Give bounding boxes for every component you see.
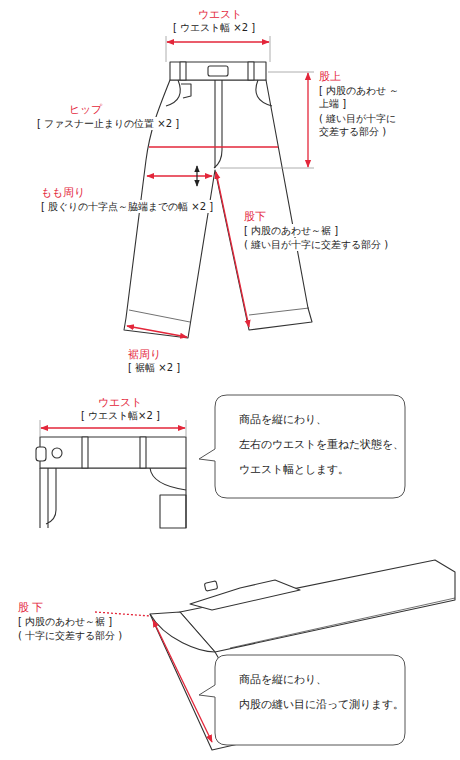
measurement-note: ( 縫い目が十字に 交差する部分 ) bbox=[318, 112, 424, 138]
measurement-note: [ 内股のあわせ～裾 ] bbox=[243, 224, 339, 237]
measurement-note: [ ウエスト幅×2 ] bbox=[80, 409, 161, 422]
callout-bubble: 商品を縦にわり、 左右のウエストを重ねた状態を、 ウエスト幅とします。 bbox=[215, 395, 405, 498]
callout-text: 商品を縦にわり、 内股の縫い目に沿って測ります。 bbox=[215, 655, 405, 729]
measurement-name: ウエスト bbox=[197, 8, 243, 21]
measurement-name: 股下 bbox=[243, 210, 267, 223]
measurement-name: 裾周り bbox=[127, 348, 162, 361]
measurement-note: [ ウエスト幅 ×2 ] bbox=[172, 21, 256, 34]
measurement-name: 股 下 bbox=[17, 601, 44, 614]
measurement-name: ウエスト bbox=[97, 396, 143, 409]
measurement-name: ヒップ bbox=[68, 103, 103, 116]
measurement-note: ( 十字に交差する部分 ) bbox=[17, 629, 123, 642]
callout-bubble: 商品を縦にわり、 内股の縫い目に沿って測ります。 bbox=[215, 655, 405, 745]
measurement-note: [ 股ぐりの十字点～脇端までの幅 ×2 ] bbox=[40, 200, 214, 213]
measurement-note: [ ファスナー止まりの位置 ×2 ] bbox=[36, 117, 180, 130]
measurement-name: 股上 bbox=[318, 70, 342, 83]
callout-text: 商品を縦にわり、 左右のウエストを重ねた状態を、 ウエスト幅とします。 bbox=[215, 395, 405, 494]
measurement-note: [ 裾幅 ×2 ] bbox=[127, 361, 181, 374]
measurement-name: もも周り bbox=[40, 186, 86, 199]
measurement-note: ( 縫い目が十字に交差する部分 ) bbox=[243, 238, 389, 251]
measurement-note: [ 内股のあわせ ～上端 ] bbox=[318, 84, 416, 110]
measurement-note: [ 内股のあわせ～裾 ] bbox=[17, 615, 113, 628]
